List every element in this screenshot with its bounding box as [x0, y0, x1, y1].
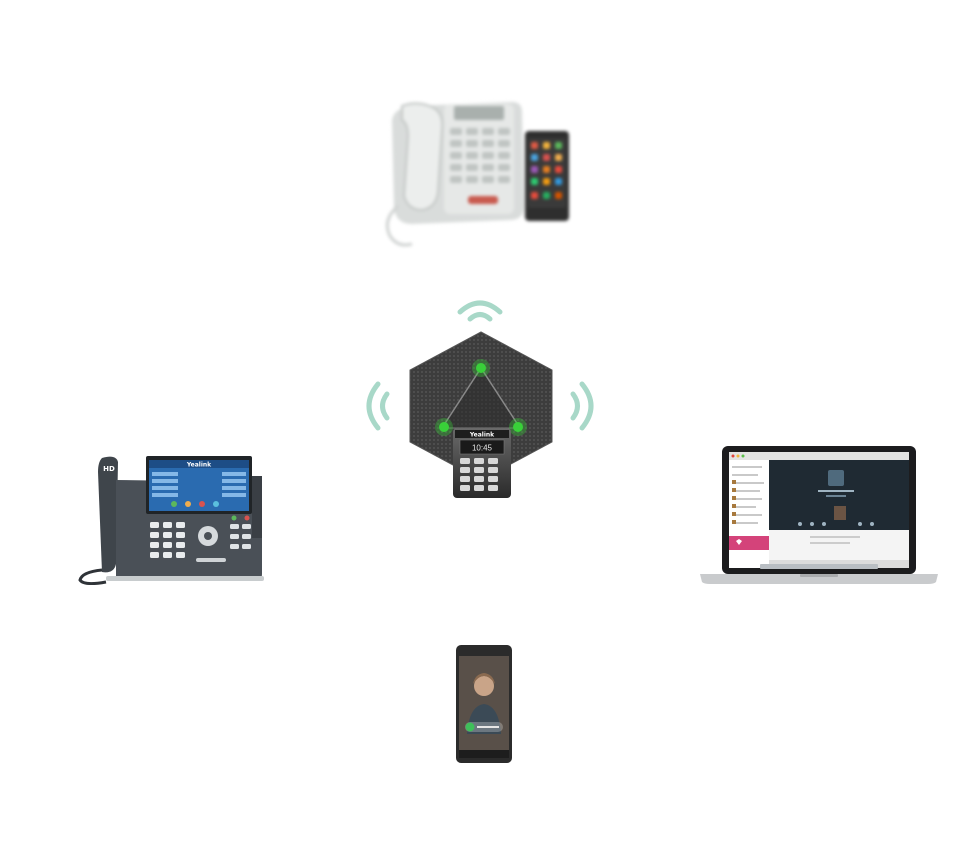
smartphone-incoming-call: [455, 644, 513, 764]
conference-phone-clock: 10:45: [472, 444, 493, 453]
desk-phone-brand: Yealink: [186, 462, 212, 469]
laptop-softphone: [700, 444, 938, 586]
signal-waves-left: [358, 378, 392, 434]
ip-desk-phone: HD Yealink: [76, 452, 266, 588]
conference-phone-brand: Yealink: [469, 432, 495, 439]
mobile-phone-small: [524, 130, 570, 222]
desk-phone-hd-badge: HD: [103, 465, 115, 473]
conference-phone: Yealink 10:45: [408, 330, 554, 500]
analog-desk-phone: [372, 96, 532, 256]
signal-waves-top: [452, 292, 508, 322]
signal-waves-right: [568, 378, 602, 434]
